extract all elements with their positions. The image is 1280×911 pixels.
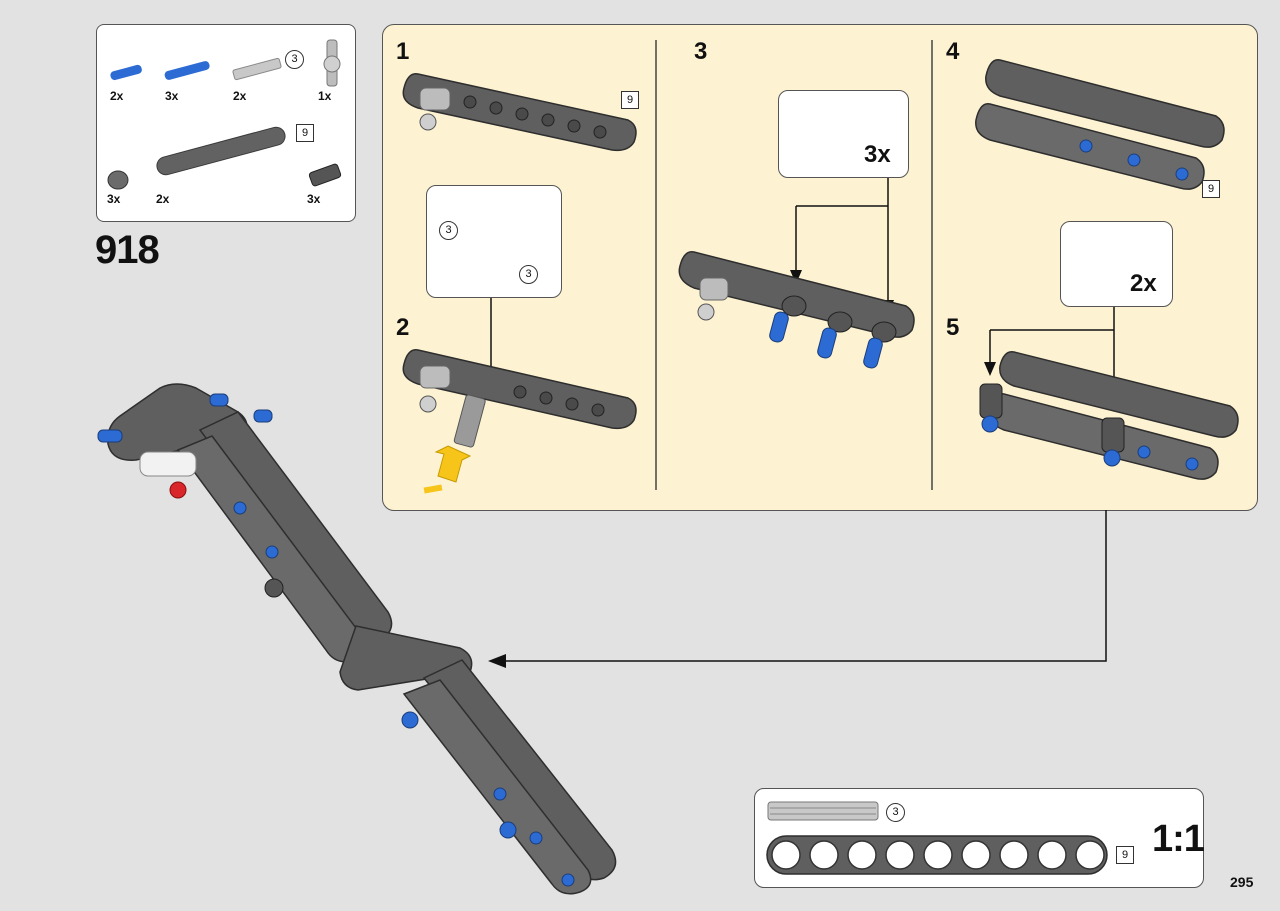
scale-label: 1:1 (1152, 818, 1205, 860)
part-qty: 2x (233, 89, 247, 103)
callout-quantity: 2x (1130, 270, 1157, 297)
page-number: 295 (1230, 874, 1254, 890)
arrow-head (488, 654, 506, 668)
push-arrow-icon (423, 445, 472, 494)
step2-assembly (402, 349, 637, 448)
part-qty: 3x (165, 89, 179, 103)
part-qty: 2x (110, 89, 124, 103)
length-circle: 3 (285, 50, 304, 69)
step4-assembly (975, 59, 1225, 190)
step-number: 4 (946, 38, 960, 65)
blue-long-pin-icon (164, 61, 210, 80)
step-number: 3 (694, 38, 708, 65)
length-box: 9 (296, 124, 314, 142)
length-box: 9 (1202, 180, 1220, 198)
parts-list-box (96, 24, 356, 222)
step-number: 5 (946, 314, 960, 341)
length-circle: 3 (439, 221, 458, 240)
axle-connector-icon (323, 39, 341, 87)
gray-axle-icon (232, 57, 282, 81)
step5-callout (1060, 221, 1173, 307)
bush-icon (107, 170, 129, 190)
callout-quantity: 3x (864, 141, 891, 168)
arrow-head (984, 362, 996, 376)
main-assembly (97, 383, 617, 895)
step1-assembly (402, 73, 637, 152)
part-qty: 1x (318, 89, 332, 103)
axle-scale-icon (767, 801, 879, 821)
placement-arrow (500, 510, 1107, 662)
length-circle: 3 (886, 803, 905, 822)
part-qty: 2x (156, 192, 170, 206)
step5-assembly (979, 351, 1239, 480)
length-circle: 3 (519, 265, 538, 284)
arrow-head (790, 270, 802, 284)
submodel-number: 918 (95, 228, 160, 272)
part-qty: 3x (107, 192, 121, 206)
length-box: 9 (621, 91, 639, 109)
step2-callout (426, 185, 562, 298)
step3-assembly (678, 251, 915, 369)
step-number: 2 (396, 314, 410, 341)
small-connector-icon (308, 163, 342, 187)
step3-callout (778, 90, 909, 178)
blue-pin-icon (110, 64, 142, 81)
beam-9-icon (156, 126, 286, 176)
part-qty: 3x (307, 192, 321, 206)
length-box: 9 (1116, 846, 1134, 864)
step-number: 1 (396, 38, 410, 65)
